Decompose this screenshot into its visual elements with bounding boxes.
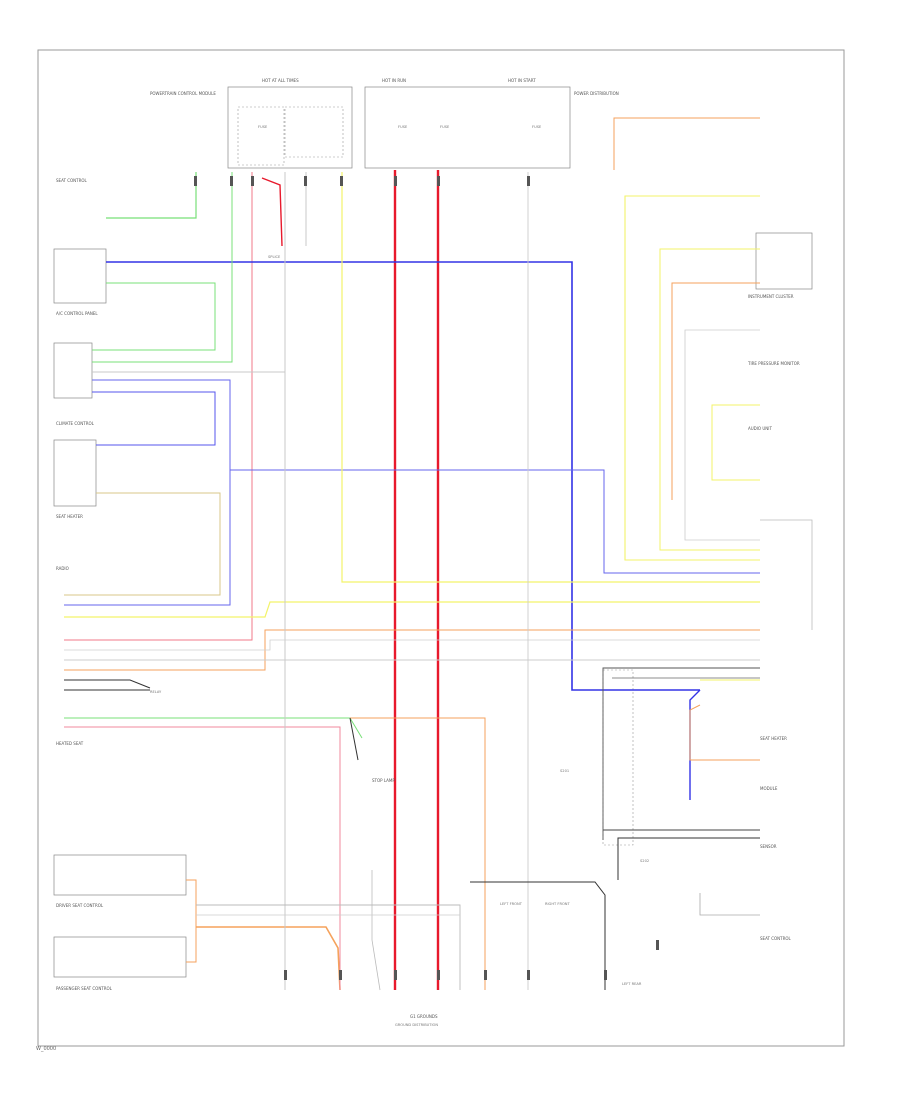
hot-in-start-label: HOT IN START <box>508 78 536 83</box>
relay-inner-box <box>237 106 285 166</box>
instrument-cluster-box <box>755 232 813 290</box>
pink-wire-1 <box>64 726 341 990</box>
relay-inner-box-2 <box>284 106 344 158</box>
grounds-label: G1 GROUNDS <box>410 1014 438 1019</box>
green-wires <box>64 172 363 739</box>
green-wire-3 <box>92 172 233 363</box>
orange-wires <box>64 117 760 991</box>
left-rear-label: LEFT REAR <box>622 982 642 986</box>
ac-panel-label: A/C CONTROL PANEL <box>56 311 98 316</box>
right-module-box <box>602 669 634 846</box>
grey-wire-10 <box>196 904 461 990</box>
grey-wire-12 <box>699 893 760 916</box>
blue-wire-2 <box>92 379 760 574</box>
sensor-label: SENSOR <box>760 844 777 849</box>
seat-heater-r-label: SEAT HEATER <box>760 736 787 741</box>
black-wire-3 <box>617 837 760 880</box>
module-right-label: MODULE <box>760 786 778 791</box>
black-wire-8 <box>349 717 359 761</box>
seat-heater-l-label: SEAT HEATER <box>56 514 83 519</box>
s202-label: S202 <box>640 859 649 863</box>
seat-control-left-box <box>53 854 187 896</box>
grey-wires <box>64 172 813 991</box>
audio-unit-label: AUDIO UNIT <box>748 426 772 431</box>
yellow-wire-1 <box>341 172 760 583</box>
green-wire-4 <box>64 717 363 739</box>
s201-label: S201 <box>560 769 569 773</box>
fuse-panel-box <box>364 86 571 169</box>
orange-wire-4 <box>196 926 341 991</box>
orange-wire-5 <box>350 717 486 990</box>
climate-control-box <box>53 342 93 399</box>
ac-control-panel-box <box>53 248 107 304</box>
grey-wire-8 <box>760 519 813 630</box>
red-wire-4 <box>261 177 283 247</box>
hot-at-all-times-label: HOT AT ALL TIMES <box>262 78 299 83</box>
right-front-label: RIGHT FRONT <box>545 902 570 906</box>
tan-wires <box>64 492 221 596</box>
black-wire-6 <box>602 667 760 840</box>
fuse-b-label: FUSE <box>440 125 450 129</box>
blue-wire-5 <box>689 689 701 800</box>
passenger-seat-label: PASSENGER SEAT CONTROL <box>56 986 113 991</box>
heater-core-label: HEATED SEAT <box>56 741 84 746</box>
seat-control-top-label: SEAT CONTROL <box>56 178 88 183</box>
power-dist-label: POWER DISTRIBUTION <box>574 91 619 96</box>
blue-wire-3 <box>92 391 216 446</box>
pink-wires <box>64 726 341 990</box>
driver-seat-label: DRIVER SEAT CONTROL <box>56 903 104 908</box>
yellow-wire-5 <box>711 404 760 481</box>
green-wire-2 <box>92 282 216 351</box>
orange-wire-2 <box>613 117 760 170</box>
seat-heater-box <box>53 439 97 507</box>
ground-dist-label: GROUND DISTRIBUTION <box>395 1023 438 1027</box>
splice-label: SPLICE <box>268 255 281 259</box>
grey-wire-9 <box>371 870 381 991</box>
climate-ctrl-label: CLIMATE CONTROL <box>56 421 95 426</box>
yellow-wires <box>64 172 760 681</box>
seat-ctrl-r-label: SEAT CONTROL <box>760 936 792 941</box>
red-wire-3 <box>64 172 253 641</box>
fuse-d-label: FUSE <box>258 125 268 129</box>
black-wire-5 <box>470 881 606 990</box>
blue-wire-4 <box>64 470 231 606</box>
tire-pressure-label: TIRE PRESSURE MONITOR <box>747 361 800 366</box>
yellow-wire-2 <box>64 601 760 618</box>
orange-wire-7 <box>186 879 197 963</box>
red-feed-wires <box>64 170 440 990</box>
fuse-c-label: FUSE <box>532 125 542 129</box>
orange-wire-6 <box>689 704 760 761</box>
instrument-cluster-label: INSTRUMENT CLUSTER <box>748 294 794 299</box>
connector-marks <box>194 176 659 980</box>
relay-label: RELAY <box>150 690 162 694</box>
yellow-wire-3 <box>624 195 760 561</box>
yellow-wire-4 <box>659 248 760 551</box>
stop-lamp-label: STOP LAMP <box>372 778 395 783</box>
green-wire-1 <box>106 172 197 219</box>
grey-wire-7 <box>684 329 760 541</box>
grey-wire-5 <box>64 639 760 651</box>
radio-label: RADIO <box>56 566 69 571</box>
hot-in-run-label: HOT IN RUN <box>382 78 406 83</box>
blue-wires <box>64 261 760 800</box>
black-wire-1 <box>64 679 151 689</box>
black-wires <box>64 667 760 990</box>
tan-wire-1 <box>64 492 221 596</box>
blue-wire-1 <box>106 261 700 691</box>
orange-wire-3 <box>671 282 760 500</box>
diagram-frame <box>37 49 845 1047</box>
top-left-component-label: POWERTRAIN CONTROL MODULE <box>150 91 216 96</box>
left-front-label: LEFT FRONT <box>500 902 523 906</box>
power-distribution-box <box>227 86 353 169</box>
fuse-a-label: FUSE <box>398 125 408 129</box>
seat-control-right-box <box>53 936 187 978</box>
page-code: W_0000 <box>36 1046 57 1052</box>
